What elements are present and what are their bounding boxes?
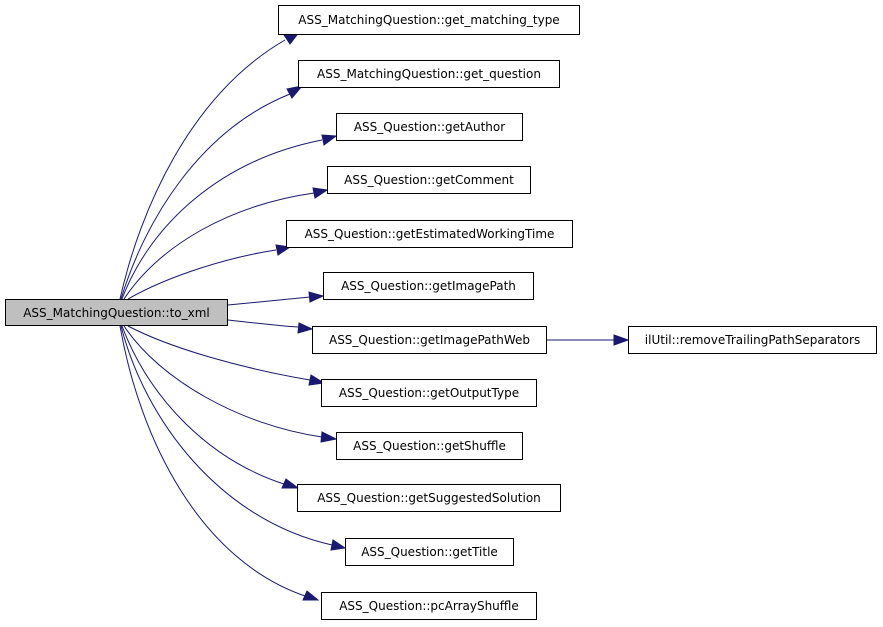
- node-getshuffle[interactable]: ASS_Question::getShuffle: [336, 432, 523, 460]
- node-label: ASS_Question::getSuggestedSolution: [317, 491, 541, 505]
- node-label: ASS_MatchingQuestion::to_xml: [23, 305, 210, 320]
- edge-to-getimagepath: [227, 296, 311, 306]
- node-label: ASS_Question::pcArrayShuffle: [339, 599, 519, 613]
- node-label: ASS_Question::getComment: [344, 173, 514, 187]
- edge-to-getimagepathweb: [227, 319, 299, 328]
- edge-to-get-matching-type: [119, 39, 286, 300]
- node-removetrailingpathseparators[interactable]: ilUtil::removeTrailingPathSeparators: [628, 326, 877, 354]
- node-getoutputtype[interactable]: ASS_Question::getOutputType: [321, 379, 537, 407]
- node-label: ASS_Question::getAuthor: [353, 120, 506, 134]
- arrowhead: [312, 187, 329, 199]
- node-label: ASS_Question::getImagePathWeb: [328, 333, 530, 347]
- node-to-xml: ASS_MatchingQuestion::to_xml: [5, 299, 228, 326]
- node-label: ASS_MatchingQuestion::get_question: [317, 67, 541, 81]
- arrowhead: [308, 291, 325, 303]
- node-getimagepathweb[interactable]: ASS_Question::getImagePathWeb: [312, 326, 547, 354]
- node-getestimatedworkingtime[interactable]: ASS_Question::getEstimatedWorkingTime: [286, 220, 573, 248]
- node-label: ASS_MatchingQuestion::get_matching_type: [298, 13, 560, 27]
- node-label: ASS_Question::getTitle: [361, 545, 498, 559]
- node-label: ilUtil::removeTrailingPathSeparators: [644, 333, 861, 347]
- node-getcomment[interactable]: ASS_Question::getComment: [327, 166, 531, 194]
- edge-to-getestimatedworkingtime: [127, 249, 277, 300]
- arrowhead: [281, 478, 300, 489]
- edge-to-getauthor: [121, 139, 323, 300]
- edge-to-getcomment: [123, 192, 315, 300]
- arrowhead: [297, 322, 314, 334]
- arrowhead: [302, 590, 320, 601]
- node-gettitle[interactable]: ASS_Question::getTitle: [345, 538, 514, 566]
- node-get-matching-type[interactable]: ASS_MatchingQuestion::get_matching_type: [278, 5, 580, 35]
- node-pcarrayshuffle[interactable]: ASS_Question::pcArrayShuffle: [321, 592, 537, 620]
- arrowhead: [308, 374, 326, 386]
- edge-to-gettitle: [120, 325, 333, 546]
- call-edges: [119, 30, 630, 601]
- node-label: ASS_Question::getShuffle: [353, 439, 506, 453]
- node-label: ASS_Question::getImagePath: [341, 279, 516, 293]
- arrowhead: [320, 431, 338, 443]
- node-get-question[interactable]: ASS_MatchingQuestion::get_question: [298, 60, 560, 88]
- edge-to-getoutputtype: [127, 325, 311, 381]
- node-label: ASS_Question::getEstimatedWorkingTime: [304, 227, 555, 241]
- node-getsuggestedsolution[interactable]: ASS_Question::getSuggestedSolution: [297, 484, 561, 512]
- edge-to-pcarrayshuffle: [119, 325, 306, 597]
- node-getimagepath[interactable]: ASS_Question::getImagePath: [323, 272, 534, 300]
- arrowhead: [321, 134, 338, 146]
- edge-to-getsuggestedsolution: [121, 325, 285, 485]
- arrowhead: [330, 539, 347, 551]
- node-getauthor[interactable]: ASS_Question::getAuthor: [336, 113, 523, 141]
- edge-to-get-question: [120, 93, 291, 300]
- arrowhead: [286, 85, 304, 99]
- edge-to-getshuffle: [123, 325, 323, 438]
- arrowhead: [613, 334, 630, 346]
- node-label: ASS_Question::getOutputType: [338, 386, 520, 400]
